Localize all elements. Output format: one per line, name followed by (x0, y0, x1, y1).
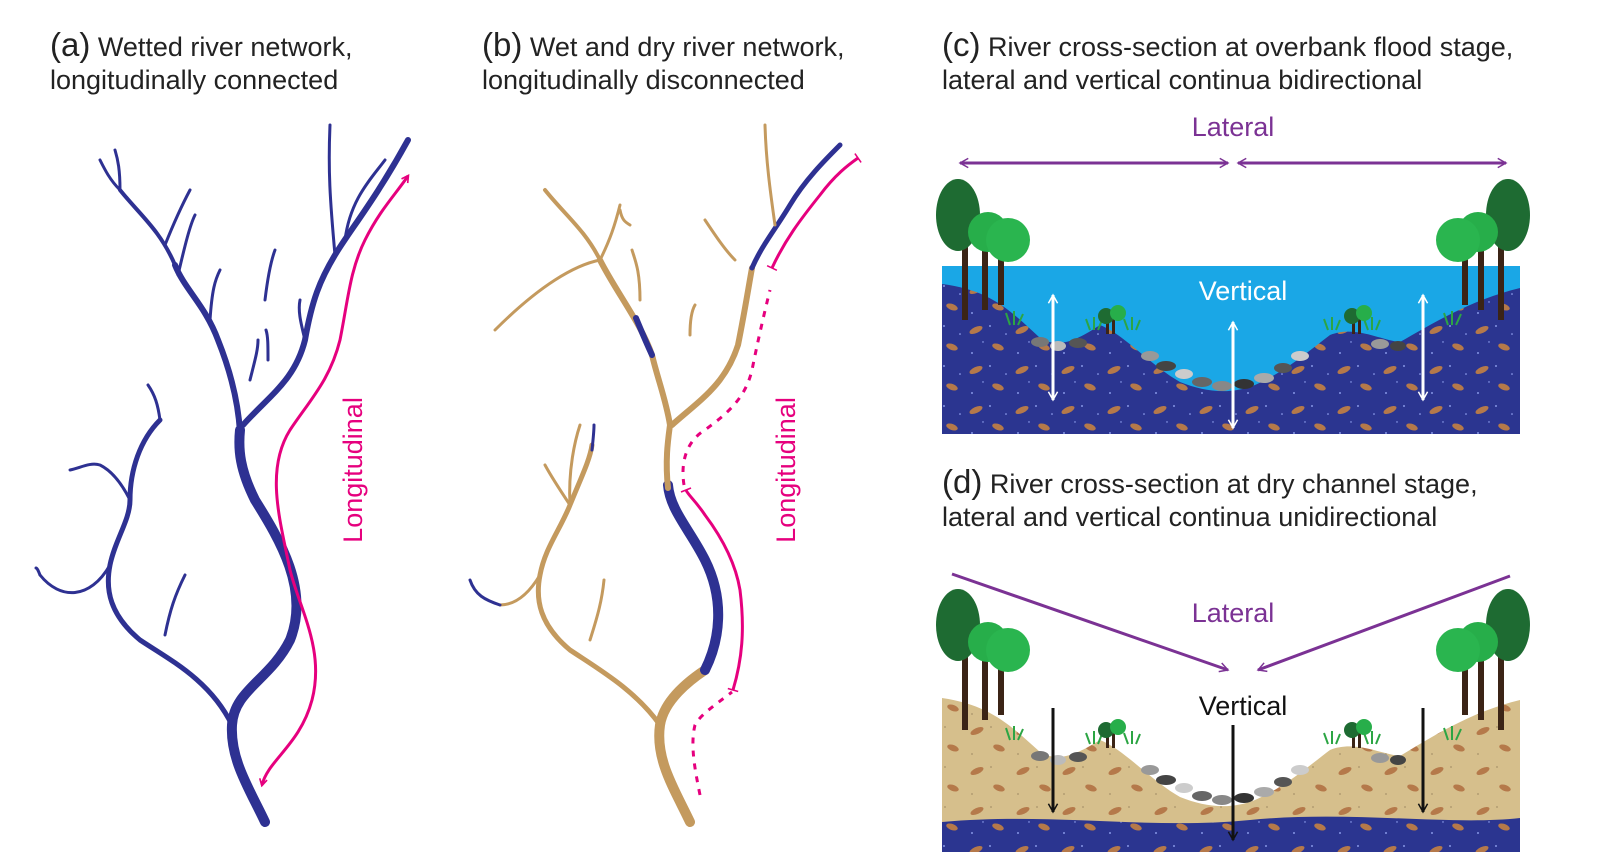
dry-channel-mid (663, 422, 673, 491)
panel-a-title-line2: longitudinally connected (50, 65, 339, 95)
branch-a4 (113, 148, 122, 192)
dry-b13 (630, 248, 642, 302)
dashed-segment-upper (681, 289, 772, 486)
dry-b6 (763, 123, 777, 227)
dry-b4 (618, 208, 632, 227)
dry-b3 (493, 258, 602, 332)
shrubs-c (1098, 305, 1372, 334)
wet-b8-tip (590, 423, 596, 452)
branch-a14 (146, 383, 162, 422)
trees-left-d (936, 589, 1030, 730)
panel-c-cross-section: Lateral Vertical (936, 112, 1530, 434)
panel-a-letter: (a) (50, 28, 91, 63)
longitudinal-label-a: Longitudinal (338, 397, 368, 543)
dry-main-channel (654, 665, 710, 827)
grass-tufts-c (1005, 311, 1462, 331)
wet-reach-main (663, 480, 724, 675)
vertical-label-c: Vertical (1199, 276, 1288, 306)
shrubs-d (1098, 719, 1372, 748)
vertical-label-d: Vertical (1199, 691, 1288, 721)
branch-a15 (68, 462, 132, 502)
panel-c-letter: (c) (942, 28, 981, 63)
dry-b11 (588, 578, 606, 642)
longitudinal-arrow-a (262, 176, 408, 785)
groundwater-layer (942, 816, 1520, 852)
panel-d-title-line1: River cross-section at dry channel stage… (989, 469, 1478, 499)
branch-a16 (38, 563, 112, 595)
wet-sediment-bed (942, 284, 1520, 434)
panel-b-title-line1: Wet and dry river network, (529, 32, 845, 62)
solid-segment-middle (680, 487, 744, 693)
panel-d-title-line2: lateral and vertical continua unidirecti… (942, 502, 1438, 532)
panel-c-title-line2: lateral and vertical continua bidirectio… (942, 65, 1423, 95)
dry-b2 (598, 203, 622, 262)
wet-b10-tip (468, 578, 502, 607)
wet-right-reach (749, 142, 843, 271)
lateral-arrow-right-d (1256, 574, 1511, 673)
branch-a1 (118, 188, 177, 267)
branch-a6 (208, 268, 222, 322)
cobble-bed-d (1031, 751, 1406, 805)
lateral-label-c: Lateral (1192, 112, 1275, 142)
dry-b9 (543, 463, 572, 507)
branch-a3 (163, 188, 192, 247)
panel-d-cross-section: Lateral Vertical (936, 572, 1530, 852)
trees-left-c (936, 179, 1030, 320)
panel-c-title-line1: River cross-section at overbank flood st… (988, 32, 1514, 62)
dry-b10 (498, 573, 542, 607)
branch-a17 (34, 566, 42, 577)
panel-d-title: (d) River cross-section at dry channel s… (942, 465, 1602, 534)
panel-a-title-line1: Wetted river network, (97, 32, 353, 62)
main-channel (226, 425, 302, 827)
panel-b-letter: (b) (482, 28, 523, 63)
panel-c-title: (c) River cross-section at overbank floo… (942, 28, 1602, 97)
dry-b12 (568, 423, 582, 507)
tree-crown (986, 628, 1030, 672)
trees-right-d (1436, 589, 1530, 730)
branch-a7 (263, 248, 277, 302)
panel-b-title-line2: longitudinally disconnected (482, 65, 805, 95)
dry-b7 (688, 303, 697, 337)
longitudinal-label-b: Longitudinal (771, 397, 801, 543)
panel-a-title: (a) Wetted river network, longitudinally… (50, 28, 430, 97)
lateral-arrow-left-d (951, 572, 1230, 673)
branch-a12 (264, 328, 270, 362)
grass-tufts-d (1005, 726, 1462, 745)
branch-a5 (176, 213, 197, 277)
branch-a13 (105, 417, 235, 728)
trees-right-c (1436, 179, 1530, 320)
wet-short-reach (633, 315, 655, 358)
tree-crown (986, 218, 1030, 262)
lateral-label-d: Lateral (1192, 598, 1275, 628)
solid-segment-upper (766, 153, 862, 271)
dry-b5 (703, 218, 737, 262)
panel-d-letter: (d) (942, 465, 983, 500)
dry-right-channel (669, 265, 755, 428)
tree-crown (1436, 628, 1480, 672)
branch-a11 (248, 338, 260, 382)
tree-crown (1436, 218, 1480, 262)
branch-a2 (98, 158, 122, 192)
panel-b-title: (b) Wet and dry river network, longitudi… (482, 28, 932, 97)
dashed-segment-lower (691, 690, 733, 796)
dry-b1 (543, 188, 602, 262)
dry-sediment-bed (942, 698, 1520, 852)
longitudinal-arrow-b (680, 153, 862, 796)
dry-channel-upper (597, 257, 673, 428)
channel-upper (172, 262, 243, 435)
branch-a18 (163, 573, 187, 637)
branch-a10 (297, 298, 307, 342)
branch-a8 (327, 123, 337, 257)
